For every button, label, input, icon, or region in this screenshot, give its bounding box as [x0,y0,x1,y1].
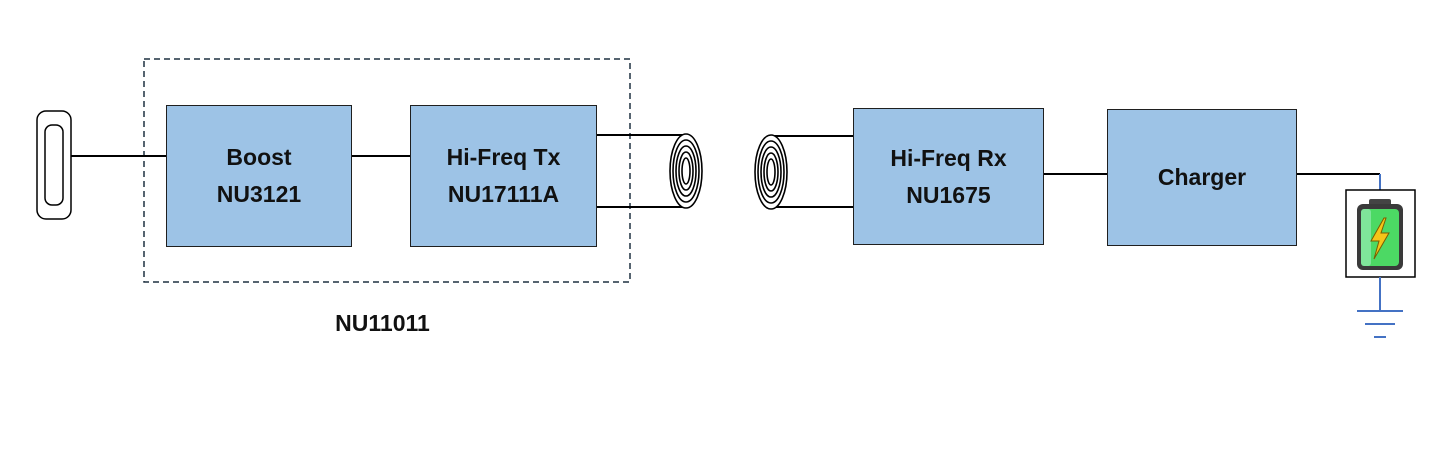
module-label: NU11011 [335,310,430,336]
charger-block: Charger [1107,109,1297,246]
rx-block-part: NU1675 [906,181,991,208]
boost-block: Boost NU3121 [166,105,352,247]
ground-icon [1357,277,1403,338]
usb-connector-icon [36,110,72,220]
boost-block-part: NU3121 [216,181,302,207]
rx-coil-icon [754,134,788,210]
rx-block-title: Hi-Freq Rx [890,144,1007,171]
tx-block-title: Hi-Freq Tx [446,144,561,170]
tx-block-part: NU17111A [447,181,560,207]
module-boundary [143,58,631,283]
boost-block-title: Boost [226,144,292,170]
charger-block-title: Charger [1157,164,1247,190]
rx-block: Hi-Freq Rx NU1675 [853,108,1044,245]
tx-coil-icon [669,133,703,209]
tx-block: Hi-Freq Tx NU17111A [410,105,597,247]
battery-icon [1345,189,1416,278]
